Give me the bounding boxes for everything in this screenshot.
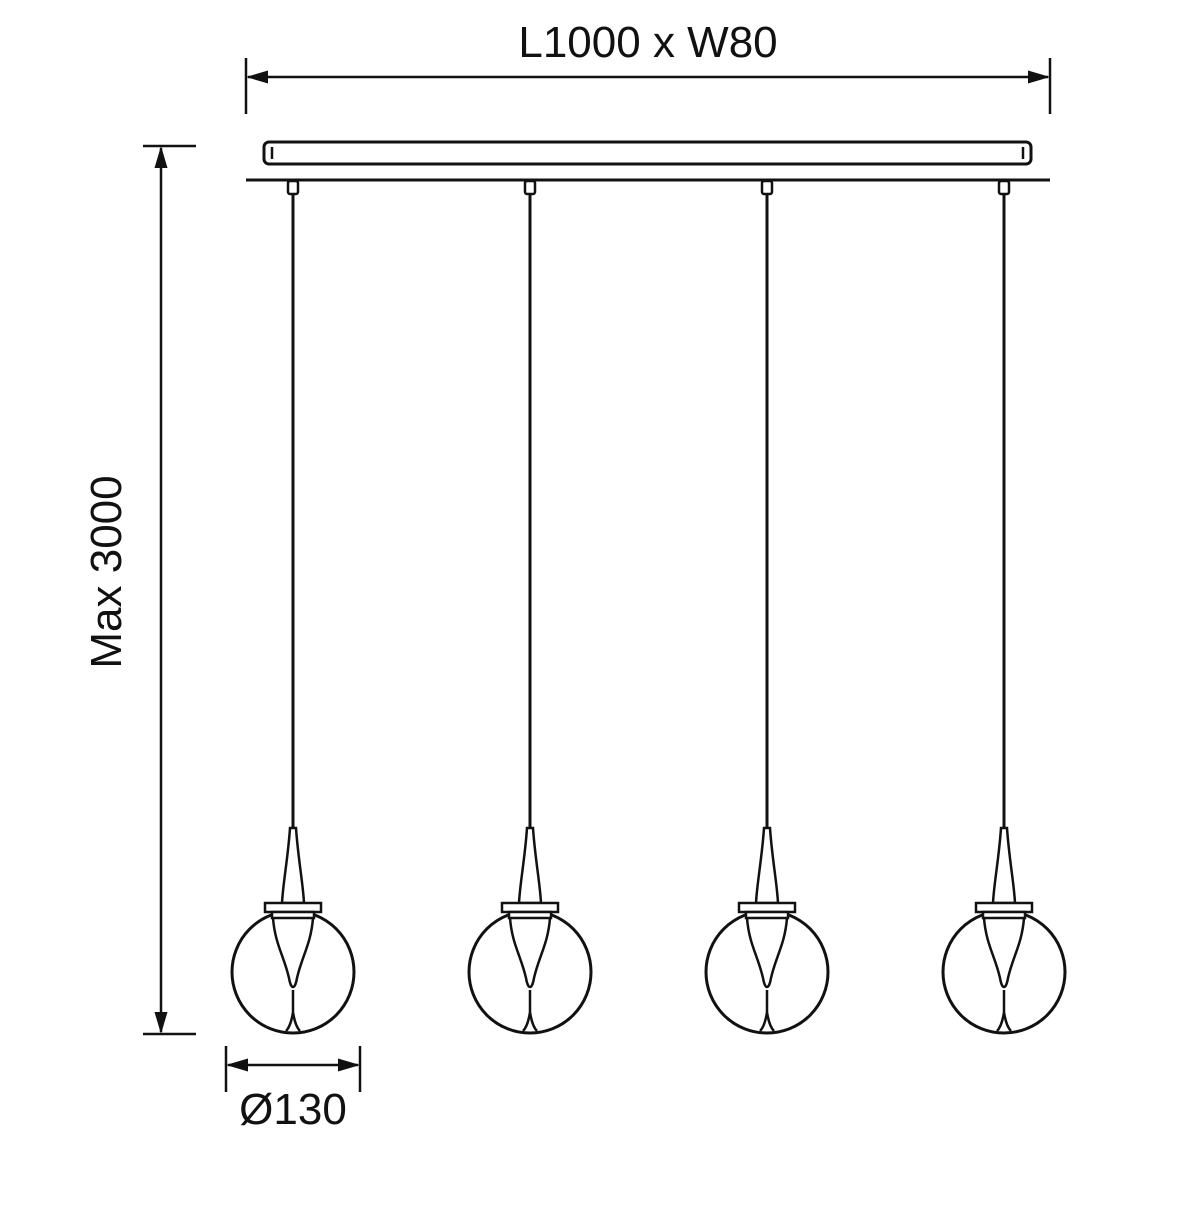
diameter-dim-arrow-left <box>226 1058 248 1072</box>
pendant-2 <box>467 179 593 1035</box>
diameter-dimension-label: Ø130 <box>239 1085 347 1134</box>
height-dim-arrow-top <box>154 146 168 168</box>
width-dim-arrow-right <box>1028 70 1050 84</box>
height-dim-arrow-bottom <box>154 1012 168 1034</box>
diameter-dim-arrow-right <box>338 1058 360 1072</box>
width-dimension-label: L1000 x W80 <box>518 18 777 67</box>
pendant-1 <box>230 179 356 1035</box>
width-dimension: L1000 x W80 <box>244 18 1052 114</box>
diameter-dimension: Ø130 <box>224 1046 362 1134</box>
pendant-3 <box>704 179 830 1035</box>
width-dim-arrow-left <box>246 70 268 84</box>
canopy-bar <box>262 140 1033 166</box>
ceiling-bar <box>246 140 1050 182</box>
height-dimension-label: Max 3000 <box>82 475 131 668</box>
pendant-4 <box>941 179 1067 1035</box>
height-dimension: Max 3000 <box>82 144 196 1036</box>
pendant-row <box>230 179 1067 1035</box>
